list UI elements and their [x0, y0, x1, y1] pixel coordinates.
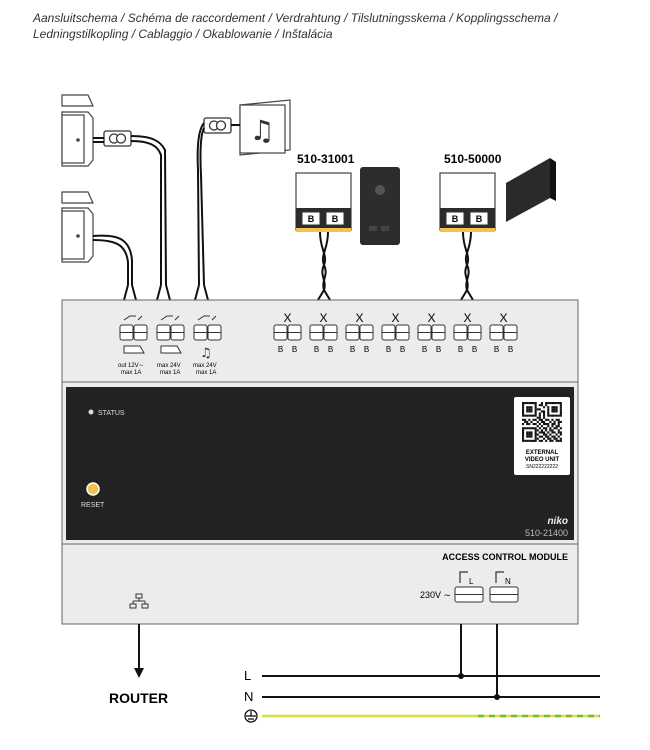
caption-door-24v: max 24V	[157, 363, 181, 369]
brand-logo: niko	[547, 516, 568, 527]
bus-b2-label: B	[292, 345, 297, 354]
bus-terminal-6	[453, 324, 482, 341]
bus-x-label: X	[391, 311, 399, 325]
qr-code-icon	[522, 402, 562, 442]
device-left-terminal-b1: B	[308, 214, 315, 224]
bus-x-label: X	[283, 311, 291, 325]
mains-voltage-label: 230V ∼	[420, 590, 451, 600]
module-housing	[61, 299, 579, 625]
bus-b2-label: B	[328, 345, 333, 354]
status-led-icon	[88, 409, 94, 415]
caption-out-12v: out 12V∼	[118, 363, 144, 369]
relay-terminal-1	[119, 324, 148, 341]
qr-label-line3: SN222222222	[526, 464, 558, 470]
bus-b2-label: B	[436, 345, 441, 354]
door-small-icon	[160, 345, 182, 354]
switch-icon	[197, 315, 217, 321]
bus-x-label: X	[499, 311, 507, 325]
bus-x-label: X	[319, 311, 327, 325]
mains-terminal-l: L	[469, 577, 474, 586]
qr-label-line1: EXTERNAL	[526, 450, 559, 456]
bus-b1-label: B	[458, 345, 463, 354]
caption-chime-max: max 1A	[196, 370, 216, 376]
chime-icon: ♫	[239, 99, 291, 156]
bus-b2-label: B	[400, 345, 405, 354]
door-top-icon	[61, 94, 94, 167]
caption-chime-24v: max 24V	[193, 363, 217, 369]
bus-x-label: X	[427, 311, 435, 325]
relay-captions: out 12V∼ max 1A max 24V max 1A max 24V m…	[118, 363, 217, 376]
reset-button[interactable]	[86, 482, 100, 496]
earth-icon	[244, 709, 258, 723]
switch-icon	[160, 315, 180, 321]
network-port-icon	[129, 593, 149, 609]
wires-top	[92, 122, 474, 301]
bus-terminal-4	[381, 324, 410, 341]
bus-terminal-3	[345, 324, 374, 341]
header-languages: Aansluitschema / Schéma de raccordement …	[33, 11, 558, 41]
bus-b1-label: B	[314, 345, 319, 354]
bus-terminal-5	[417, 324, 446, 341]
bus-terminal-1	[273, 324, 302, 341]
router-arrow	[134, 624, 144, 678]
bus-b2-label: B	[508, 345, 513, 354]
bus-terminal-7	[489, 324, 518, 341]
module-model: 510-21400	[525, 528, 568, 538]
module-name: ACCESS CONTROL MODULE	[442, 552, 568, 562]
device-right-box	[439, 172, 496, 232]
line-n-label: N	[244, 689, 253, 704]
door-bottom-icon	[61, 191, 94, 263]
device-right-terminal-b2: B	[476, 214, 483, 224]
transformer-icon	[103, 130, 132, 147]
relay-terminal-2	[156, 324, 185, 341]
bus-terminal-2	[309, 324, 338, 341]
bus-b1-label: B	[386, 345, 391, 354]
relay-terminal-3	[193, 324, 222, 341]
device-model-left: 510-31001	[297, 152, 355, 166]
transformer-icon	[203, 117, 232, 134]
svg-text:♫: ♫	[249, 114, 274, 147]
bus-x-label: X	[463, 311, 471, 325]
power-wiring	[262, 624, 600, 718]
chime-small-icon: ♫	[200, 346, 212, 361]
bus-b2-label: B	[472, 345, 477, 354]
bus-b1-label: B	[494, 345, 499, 354]
device-right-terminal-b1: B	[452, 214, 459, 224]
bus-b2-label: B	[364, 345, 369, 354]
mains-terminal-n: N	[505, 577, 511, 586]
relay-terminals: ♫	[119, 315, 222, 361]
device-left-terminal-b2: B	[332, 214, 339, 224]
qr-label-line2: VIDEO UNIT	[525, 457, 560, 463]
router-label: ROUTER	[109, 690, 168, 706]
bus-b1-label: B	[422, 345, 427, 354]
mains-terminal	[454, 571, 519, 603]
video-unit-image	[506, 158, 556, 222]
bus-b1-label: B	[350, 345, 355, 354]
device-model-right: 510-50000	[444, 152, 502, 166]
door-small-icon	[123, 345, 145, 354]
bus-x-label: X	[355, 311, 363, 325]
line-l-label: L	[244, 668, 251, 683]
device-left-box	[295, 172, 352, 232]
qr-label	[514, 397, 570, 475]
bus-b1-label: B	[278, 345, 283, 354]
doorbell-panel-image	[360, 167, 400, 245]
switch-icon	[123, 315, 143, 321]
reset-label: RESET	[81, 502, 105, 509]
caption-out-max: max 1A	[121, 370, 141, 376]
status-label: STATUS	[98, 410, 125, 417]
caption-door-max: max 1A	[160, 370, 180, 376]
